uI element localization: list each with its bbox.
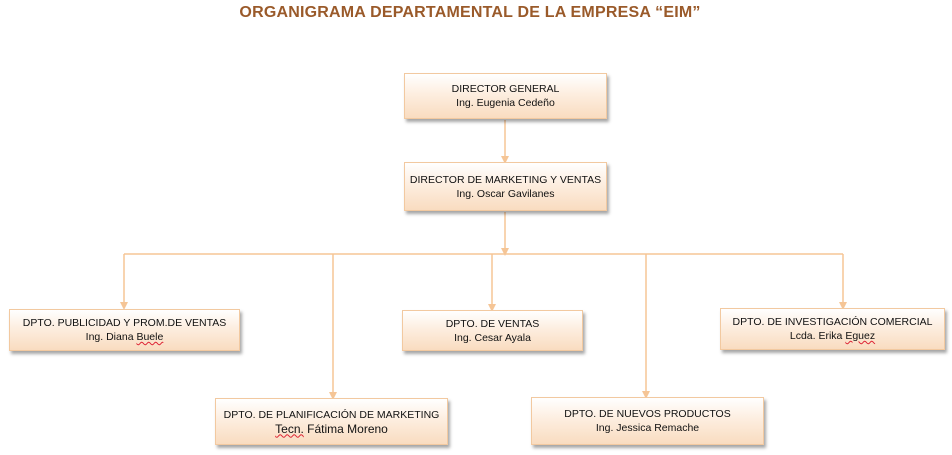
node-person: Ing. Cesar Ayala [454,331,531,344]
node-role: DPTO. DE VENTAS [445,317,540,330]
node-investigacion: DPTO. DE INVESTIGACIÓN COMERCIAL Lcda. E… [720,308,945,350]
node-nuevos-productos: DPTO. DE NUEVOS PRODUCTOS Ing. Jessica R… [531,397,764,445]
node-person: Ing. Oscar Gavilanes [456,187,555,200]
node-person: Ing. Jessica Remache [595,422,700,434]
node-role: DIRECTOR DE MARKETING Y VENTAS [409,173,602,186]
node-person: Ing. Eugenia Cedeño [456,97,555,109]
node-role: DPTO. PUBLICIDAD Y PROM.DE VENTAS [22,317,227,329]
node-person: Tecn. Fátima Moreno [275,421,388,436]
node-role: DPTO. DE PLANIFICACIÓN DE MARKETING [223,408,440,421]
node-person: Ing. Diana Buele [85,331,164,343]
chart-title: ORGANIGRAMA DEPARTAMENTAL DE LA EMPRESA … [239,4,701,21]
node-role: DPTO. DE INVESTIGACIÓN COMERCIAL [732,316,933,328]
node-role: DPTO. DE NUEVOS PRODUCTOS [564,408,731,420]
node-planificacion: DPTO. DE PLANIFICACIÓN DE MARKETING Tecn… [215,398,448,445]
node-director-general: DIRECTOR GENERAL Ing. Eugenia Cedeño [404,73,607,119]
node-role: DIRECTOR GENERAL [451,83,560,95]
node-publicidad: DPTO. PUBLICIDAD Y PROM.DE VENTAS Ing. D… [9,309,240,351]
node-person: Lcda. Erika Eguez [789,330,876,342]
node-ventas: DPTO. DE VENTAS Ing. Cesar Ayala [402,310,583,351]
node-director-marketing: DIRECTOR DE MARKETING Y VENTAS Ing. Osca… [404,162,607,211]
